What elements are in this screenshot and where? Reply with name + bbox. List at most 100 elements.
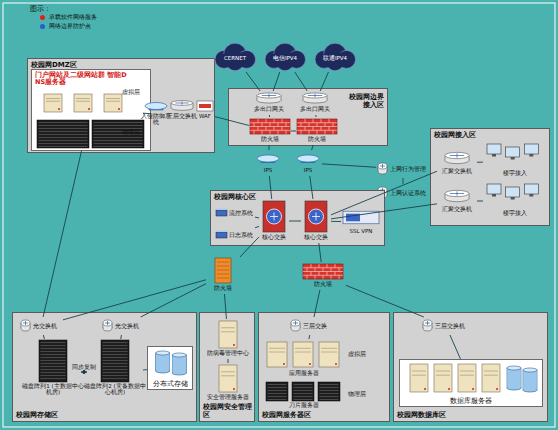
firewall-body	[215, 258, 231, 283]
device-icon	[204, 363, 252, 394]
server-slots	[46, 99, 60, 102]
switch-emblem	[309, 209, 324, 224]
server-tower	[319, 342, 339, 367]
text-holder: 三层交换机	[165, 113, 199, 119]
db-top	[523, 368, 537, 372]
zone-title: 校园网核心区	[214, 193, 256, 201]
network-cloud: 联通IPV4	[310, 42, 360, 72]
node-label: 防火墙	[245, 136, 295, 142]
text-holder: 磁盘阵列1 (主数据中心机房)	[21, 383, 85, 396]
text-holder: 校园网安全管理区	[203, 403, 254, 419]
node-label: 刀片服务器	[259, 402, 349, 408]
server-tower	[267, 342, 287, 367]
server-led	[88, 108, 90, 110]
blade-servers: 刀片服务器	[263, 381, 345, 411]
rack-stripes	[94, 123, 143, 147]
node-label: 核心交换	[297, 234, 335, 240]
gateway-device: 上网行为管理	[376, 160, 430, 178]
server-led	[424, 388, 426, 390]
disk-array: 磁盘阵列1 (主数据中心机房)	[25, 339, 81, 405]
storage-box: 分布式存储	[147, 346, 193, 390]
node-label: 安全管理服务器	[200, 394, 256, 400]
device-top	[378, 163, 387, 169]
appliance-device: 日志系统	[215, 225, 255, 245]
node-label: 分布式存储	[148, 381, 192, 388]
server-group: 应用服务器	[263, 339, 345, 379]
pc-stand	[529, 154, 533, 157]
device-top	[21, 320, 30, 326]
ips-device: IPS	[254, 150, 282, 176]
device-top	[445, 152, 469, 158]
text-holder: 防火墙	[245, 136, 295, 142]
switch-arrows	[175, 101, 188, 104]
node-label: 三层交换	[303, 323, 327, 329]
node-label: 防火墙	[296, 281, 350, 287]
rack-body	[92, 120, 144, 148]
db-top	[172, 353, 186, 357]
node-label: 汇聚交换机	[433, 168, 481, 174]
node-label: 日志系统	[229, 232, 253, 238]
text-holder: 楼宇接入	[479, 210, 551, 216]
device-icon	[169, 99, 195, 113]
server-led	[283, 363, 285, 365]
node-label: 防火墙	[292, 136, 342, 142]
switch-arrows	[450, 153, 464, 157]
switch-arrows	[380, 164, 385, 168]
node-label: IPS	[250, 167, 286, 173]
switch-arrows	[262, 94, 276, 98]
text-holder: 多出口网关	[295, 106, 335, 112]
pc-stand	[492, 194, 496, 197]
device-icon	[483, 143, 547, 170]
brick-lines	[297, 119, 337, 134]
node-label: 多出口网关	[295, 106, 335, 112]
server-led	[118, 108, 120, 110]
device-top	[297, 155, 319, 162]
text-holder: 光交换机	[115, 323, 139, 329]
node-label: 磁盘阵列1 (主数据中心机房)	[21, 383, 85, 396]
server-tower	[44, 94, 62, 112]
zone-region: 校园网接入区汇聚交换机汇聚交换机楼宇接入楼宇接入	[430, 128, 550, 226]
firewall-device: 防火墙	[296, 117, 338, 145]
server-tower	[482, 364, 500, 392]
text-holder: 三层交换	[303, 323, 327, 329]
switch-arrows	[105, 321, 110, 325]
node-label: 三层交换机	[165, 113, 199, 119]
legend-heading: 图示：	[30, 4, 51, 14]
node-label: 防火墙	[202, 285, 244, 291]
appliance-body	[216, 210, 227, 216]
db-fill	[156, 353, 169, 371]
rack-body	[37, 120, 89, 148]
pc-screen	[524, 144, 538, 154]
zone-region: 校园网存储区光交换机光交换机磁盘阵列1 (主数据中心机房)磁盘阵列2 (灾备数据…	[12, 312, 197, 422]
text-holder: 光交换机	[33, 323, 57, 329]
server-tower	[74, 94, 92, 112]
text-holder: 核心交换	[297, 234, 335, 240]
disk-array: 磁盘阵列2 (灾备数据中心机房)	[87, 339, 143, 405]
firewall-device: 防火墙	[249, 117, 291, 145]
text-holder: 多出口网关	[249, 106, 289, 112]
server-slots	[436, 371, 450, 375]
db-fill	[507, 368, 520, 388]
rack-body	[318, 382, 340, 401]
zone-title: 校园网边界接入区	[346, 93, 384, 109]
appliance-top	[216, 209, 227, 211]
server-tower	[434, 364, 452, 392]
device-top	[171, 101, 193, 106]
device-icon	[341, 207, 381, 228]
pc-stand	[529, 194, 533, 197]
layer-label: 虚拟层	[348, 350, 366, 359]
device-icon	[215, 203, 228, 223]
text-holder: 校园网数据库区	[397, 411, 446, 419]
pc-group: 楼宇接入	[483, 143, 547, 179]
device-top	[103, 320, 112, 326]
text-holder: 防火墙	[296, 281, 350, 287]
server-cluster-box: 门户网站及二级网站群 智能DNS服务器	[31, 69, 151, 151]
device-icon	[195, 99, 215, 113]
device-top	[445, 190, 469, 196]
server-led	[233, 344, 235, 346]
text-holder: SSL VPN	[337, 228, 385, 234]
fc-switch: 光交换机	[19, 317, 63, 335]
server-slots	[221, 328, 235, 332]
network-cloud: 电信IPV4	[260, 42, 310, 72]
